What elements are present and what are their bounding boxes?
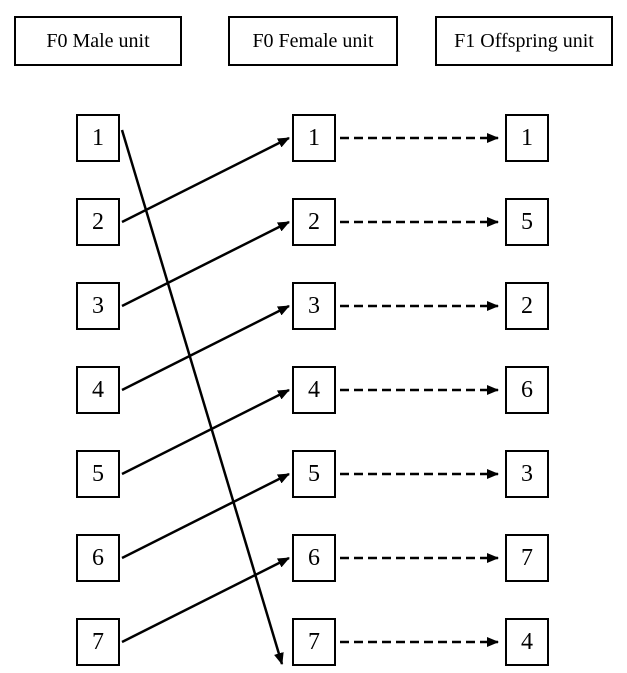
male-unit-box: 7	[76, 618, 120, 666]
header-f0-female-unit: F0 Female unit	[228, 16, 398, 66]
offspring-unit-box: 2	[505, 282, 549, 330]
male-to-female-arrow	[121, 220, 290, 308]
offspring-unit-box: 3	[505, 450, 549, 498]
offspring-unit-box: 4	[505, 618, 549, 666]
female-unit-box: 3	[292, 282, 336, 330]
male-unit-box: 4	[76, 366, 120, 414]
header-f1-offspring-unit: F1 Offspring unit	[435, 16, 613, 66]
female-unit-box: 2	[292, 198, 336, 246]
female-unit-box: 4	[292, 366, 336, 414]
offspring-unit-box: 7	[505, 534, 549, 582]
male-unit-box: 1	[76, 114, 120, 162]
female-unit-box: 6	[292, 534, 336, 582]
female-unit-box: 7	[292, 618, 336, 666]
male-unit-box: 6	[76, 534, 120, 582]
header-f0-male-unit: F0 Male unit	[14, 16, 182, 66]
male-unit-box: 2	[76, 198, 120, 246]
offspring-unit-box: 5	[505, 198, 549, 246]
offspring-unit-box: 1	[505, 114, 549, 162]
male-unit-box: 3	[76, 282, 120, 330]
male-to-female-arrow	[121, 388, 290, 476]
male-to-female-arrow	[121, 136, 290, 224]
female-unit-box: 1	[292, 114, 336, 162]
female-unit-box: 5	[292, 450, 336, 498]
offspring-unit-box: 6	[505, 366, 549, 414]
male-to-female-arrow	[121, 304, 290, 392]
male-unit-box: 5	[76, 450, 120, 498]
male-to-female-arrow	[121, 556, 290, 644]
male-to-female-arrow	[121, 472, 290, 560]
